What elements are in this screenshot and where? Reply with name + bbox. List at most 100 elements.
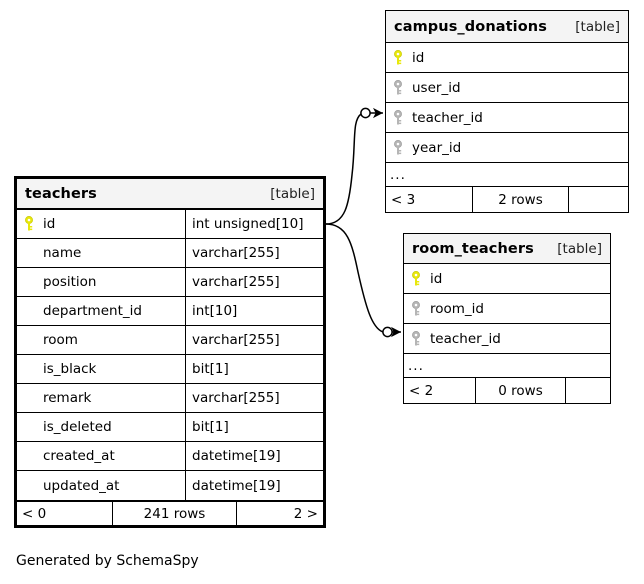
table-header-teachers: teachers [table]	[17, 179, 323, 210]
column-type-cell: varchar[255]	[185, 326, 323, 354]
column-type-cell: int[10]	[185, 297, 323, 325]
column-row-updated-at[interactable]: updated_at datetime[19]	[17, 471, 323, 500]
column-name-cell: department_id	[17, 297, 185, 325]
column-name-cell: name	[17, 239, 185, 267]
column-label: user_id	[412, 79, 461, 96]
column-type-cell: bit[1]	[185, 355, 323, 383]
column-row-room[interactable]: room varchar[255]	[17, 326, 323, 355]
column-label: id	[43, 216, 56, 232]
column-label: department_id	[43, 303, 142, 319]
column-type-cell: varchar[255]	[185, 384, 323, 412]
column-row-year-id[interactable]: year_id	[386, 133, 628, 163]
footer-parents-count[interactable]: < 3	[391, 191, 416, 208]
column-name-cell: id	[404, 264, 610, 293]
table-footer-room-teachers: < 2 0 rows	[404, 378, 610, 403]
table-header-campus-donations: campus_donations [table]	[386, 11, 628, 43]
column-label: room_id	[430, 300, 484, 317]
table-room-teachers[interactable]: room_teachers [table] id	[403, 233, 611, 404]
table-type-tag: [table]	[575, 18, 620, 35]
column-label: id	[430, 270, 443, 287]
column-label: position	[43, 274, 97, 290]
column-label: remark	[43, 390, 92, 406]
column-row-position[interactable]: position varchar[255]	[17, 268, 323, 297]
column-type-cell: datetime[19]	[185, 442, 323, 470]
column-type-cell: datetime[19]	[185, 471, 323, 500]
ellipsis-label: ...	[390, 166, 406, 183]
column-row-teacher-id[interactable]: teacher_id	[404, 324, 610, 354]
column-row-user-id[interactable]: user_id	[386, 73, 628, 103]
column-type-cell: bit[1]	[185, 413, 323, 441]
footer-parents-count[interactable]: < 2	[409, 382, 434, 399]
footer-children-count[interactable]: 2 >	[236, 502, 323, 525]
column-name-cell: user_id	[386, 73, 628, 102]
column-name-cell: remark	[17, 384, 185, 412]
column-row-id[interactable]: id	[404, 264, 610, 294]
primary-key-icon	[394, 49, 402, 64]
column-name-cell: created_at	[17, 442, 185, 470]
foreign-key-icon	[412, 300, 420, 315]
column-label: year_id	[412, 139, 462, 156]
footer-parents-count[interactable]: < 0	[22, 505, 47, 522]
table-campus-donations[interactable]: campus_donations [table] id	[385, 10, 629, 213]
table-footer-campus-donations: < 3 2 rows	[386, 187, 628, 212]
column-label: teacher_id	[430, 330, 501, 347]
column-label: room	[43, 332, 78, 348]
column-name-cell: id	[17, 210, 185, 238]
table-title: campus_donations	[394, 18, 547, 35]
column-name-cell: year_id	[386, 133, 628, 162]
primary-key-icon	[412, 270, 420, 285]
edge-teachers-to-room-teachers	[325, 223, 401, 338]
generated-by-caption: Generated by SchemaSpy	[16, 553, 199, 569]
footer-row-count: 2 rows	[472, 187, 568, 212]
footer-children-count[interactable]	[565, 378, 610, 403]
table-footer-teachers: < 0 241 rows 2 >	[17, 500, 323, 525]
primary-key-icon	[25, 216, 33, 231]
column-row-room-id[interactable]: room_id	[404, 294, 610, 324]
foreign-key-icon	[394, 109, 402, 124]
foreign-key-icon	[394, 139, 402, 154]
column-row-department-id[interactable]: department_id int[10]	[17, 297, 323, 326]
footer-row-count: 0 rows	[475, 378, 565, 403]
table-type-tag: [table]	[557, 240, 602, 257]
column-name-cell: is_deleted	[17, 413, 185, 441]
column-row-is-deleted[interactable]: is_deleted bit[1]	[17, 413, 323, 442]
column-type-cell: int unsigned[10]	[185, 210, 323, 238]
column-label: teacher_id	[412, 109, 483, 126]
footer-row-count: 241 rows	[112, 502, 236, 525]
column-name-cell: id	[386, 43, 628, 72]
footer-children-count[interactable]	[568, 187, 628, 212]
table-teachers[interactable]: teachers [table] id int unsigned[10] nam…	[14, 176, 326, 528]
more-columns-indicator: ...	[386, 163, 628, 187]
column-name-cell: updated_at	[17, 471, 185, 500]
foreign-key-icon	[394, 79, 402, 94]
column-row-created-at[interactable]: created_at datetime[19]	[17, 442, 323, 471]
column-name-cell: teacher_id	[386, 103, 628, 132]
column-row-is-black[interactable]: is_black bit[1]	[17, 355, 323, 384]
table-header-room-teachers: room_teachers [table]	[404, 234, 610, 264]
column-label: is_black	[43, 361, 97, 377]
column-name-cell: is_black	[17, 355, 185, 383]
edge-teachers-to-campus-donations	[325, 107, 383, 225]
foreign-key-icon	[412, 330, 420, 345]
table-title: room_teachers	[412, 240, 534, 257]
table-title: teachers	[25, 185, 97, 202]
table-type-tag: [table]	[270, 185, 315, 202]
more-columns-indicator: ...	[404, 354, 610, 378]
column-label: is_deleted	[43, 419, 112, 435]
column-row-id[interactable]: id int unsigned[10]	[17, 210, 323, 239]
column-label: name	[43, 245, 82, 261]
column-name-cell: teacher_id	[404, 324, 610, 353]
column-label: id	[412, 49, 425, 66]
column-row-remark[interactable]: remark varchar[255]	[17, 384, 323, 413]
ellipsis-label: ...	[408, 357, 424, 374]
column-label: created_at	[43, 448, 115, 464]
column-row-id[interactable]: id	[386, 43, 628, 73]
column-label: updated_at	[43, 477, 120, 494]
column-name-cell: room	[17, 326, 185, 354]
column-row-name[interactable]: name varchar[255]	[17, 239, 323, 268]
column-row-teacher-id[interactable]: teacher_id	[386, 103, 628, 133]
column-name-cell: room_id	[404, 294, 610, 323]
column-name-cell: position	[17, 268, 185, 296]
column-type-cell: varchar[255]	[185, 268, 323, 296]
